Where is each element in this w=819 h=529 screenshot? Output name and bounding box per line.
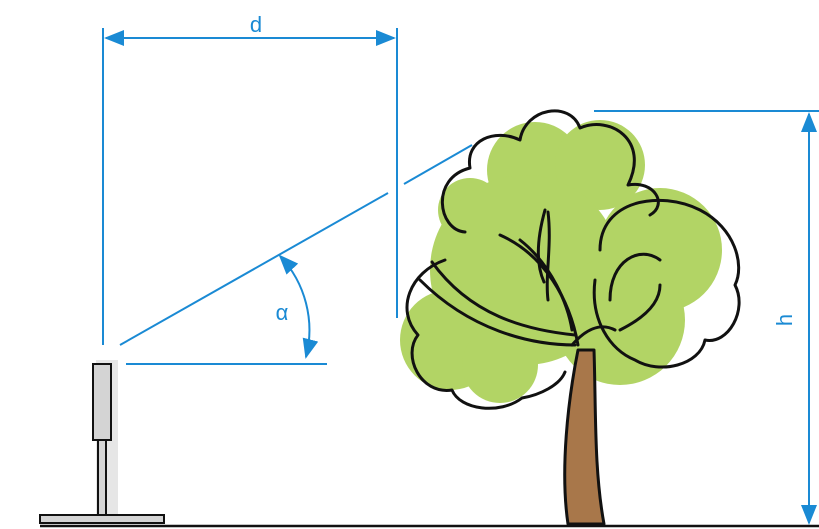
instrument-base: [39, 514, 165, 524]
height-dimension: [594, 110, 819, 525]
instrument-head: [92, 363, 112, 441]
angle-label: α: [276, 300, 289, 325]
height-label: h: [772, 314, 797, 326]
tree-icon: [400, 109, 741, 526]
tree-outline: [405, 109, 741, 410]
sight-line: [119, 144, 473, 346]
tree-trunk: [563, 348, 606, 526]
distance-dimension: [102, 28, 398, 345]
instrument-pole: [97, 439, 107, 517]
instrument-icon: [39, 360, 165, 524]
angle-arc: [278, 254, 319, 359]
tree-foliage: [400, 120, 722, 403]
distance-label: d: [250, 12, 262, 37]
